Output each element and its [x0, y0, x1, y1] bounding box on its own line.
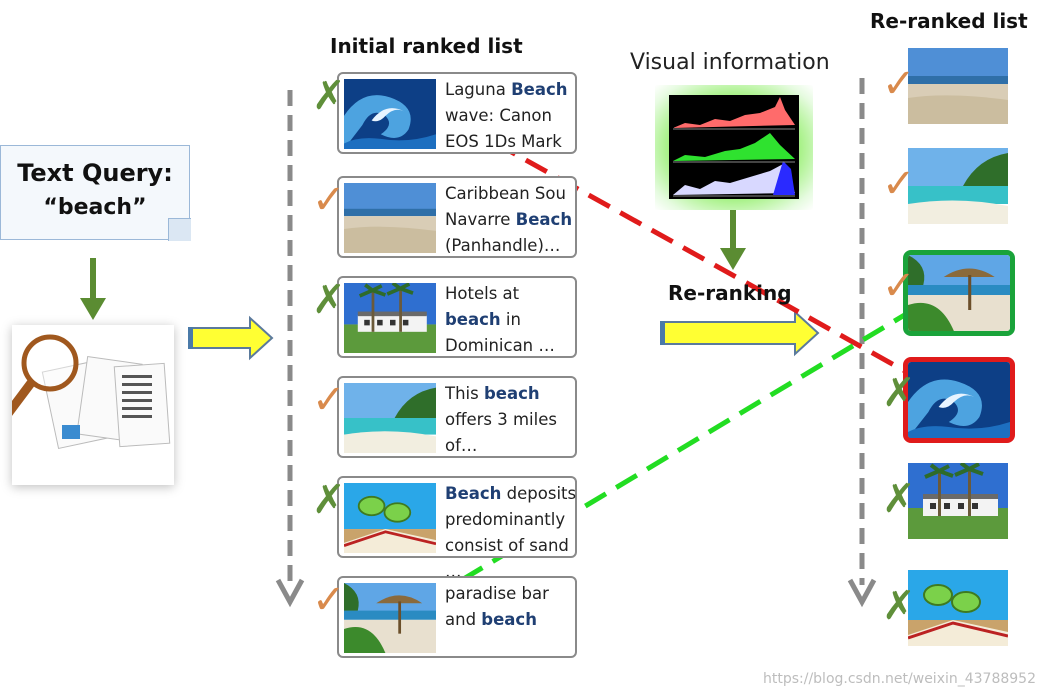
reranked-result-thumbnail [903, 250, 1015, 336]
hotel-image [344, 283, 436, 353]
umbrella-beach-image [344, 583, 436, 653]
caption-text: Caribbean Sou [445, 184, 566, 203]
sand-beach-image [908, 48, 1008, 124]
reranked-list-title: Re-ranked list [870, 9, 1028, 33]
initial-result-card: This beach offers 3 miles of… [337, 376, 577, 458]
irrelevant-cross-mark: ✗ [312, 73, 346, 119]
result-caption: This beach offers 3 miles of… [445, 381, 579, 459]
caption-text: and [445, 610, 482, 629]
caption-text: predominantly [445, 510, 566, 529]
reranking-label: Re-ranking [668, 281, 792, 305]
query-keyword: Beach [515, 210, 573, 229]
caption-text: Laguna [445, 80, 512, 99]
yellow-arrow-1 [189, 315, 274, 361]
caption-text: offers 3 miles [445, 410, 557, 429]
color-histogram [669, 95, 799, 199]
text-query-box: Text Query: “beach” [0, 145, 190, 240]
caption-text: This [445, 384, 484, 403]
irrelevant-cross-mark: ✗ [882, 370, 916, 416]
initial-result-card: paradise bar and beach [337, 576, 577, 658]
caption-text: consist of sand [445, 536, 569, 555]
irrelevant-cross-mark: ✗ [882, 583, 916, 629]
result-thumbnail [344, 183, 436, 253]
result-thumbnail [344, 383, 436, 453]
caption-text: deposits [501, 484, 577, 503]
query-box-fold [168, 218, 191, 241]
reranked-result-thumbnail [908, 463, 1008, 539]
query-keyword: beach [445, 310, 501, 329]
red-move-line [398, 87, 950, 398]
relevant-check-mark: ✓ [312, 577, 346, 623]
query-down-arrow [80, 298, 106, 320]
caption-text: EOS 1Ds Mark [445, 132, 562, 151]
hotel-image [908, 463, 1008, 539]
island-beach-image [908, 148, 1008, 224]
caption-text: Dominican … [445, 336, 555, 355]
irrelevant-cross-mark: ✗ [312, 477, 346, 523]
book-image [908, 570, 1008, 646]
yellow-arrow-2 [661, 309, 820, 357]
result-caption: Beach deposits predominantly consist of sa… [445, 481, 579, 585]
reranked-result-thumbnail [903, 357, 1015, 443]
query-title: Text Query: [17, 159, 173, 187]
wave-image [344, 79, 436, 149]
wave-image [908, 362, 1010, 438]
result-thumbnail [344, 283, 436, 353]
query-keyword: Beach [511, 80, 568, 99]
initial-list-title: Initial ranked list [330, 34, 523, 58]
book-image [344, 483, 436, 553]
result-thumbnail [344, 79, 436, 149]
initial-result-card: Beach deposits predominantly consist of sa… [337, 476, 577, 581]
initial-list-arrowhead [275, 578, 305, 608]
green-move-line [398, 280, 960, 620]
irrelevant-cross-mark: ✗ [882, 476, 916, 522]
query-term: “beach” [43, 195, 147, 220]
visual-down-arrow [720, 248, 746, 270]
watermark: https://blog.csdn.net/weixin_43788952 [762, 671, 1036, 687]
caption-text: Hotels at [445, 284, 520, 303]
document-collection [3, 325, 174, 485]
result-caption: paradise bar and beach [445, 581, 579, 633]
histogram-glow [655, 85, 813, 210]
sand-beach-image [344, 183, 436, 253]
caption-text: wave: Canon [445, 106, 552, 125]
relevant-check-mark: ✓ [312, 177, 346, 223]
relevant-check-mark: ✓ [882, 161, 916, 207]
reranked-result-thumbnail [908, 148, 1008, 224]
caption-text: in [500, 310, 521, 329]
caption-text: (Panhandle)… [445, 236, 561, 255]
irrelevant-cross-mark: ✗ [312, 277, 346, 323]
caption-text: of… [445, 436, 478, 455]
reranked-result-thumbnail [908, 570, 1008, 646]
query-keyword: Beach [445, 484, 502, 503]
relevant-check-mark: ✓ [882, 263, 916, 309]
query-keyword: beach [481, 610, 537, 629]
query-keyword: beach [483, 384, 540, 403]
caption-text: Navarre [445, 210, 516, 229]
caption-text: paradise bar [445, 584, 549, 603]
visual-info-title: Visual information [630, 50, 830, 75]
reranked-result-thumbnail [908, 48, 1008, 124]
result-thumbnail [344, 483, 436, 553]
reranked-list-arrowhead [847, 578, 877, 608]
relevant-check-mark: ✓ [882, 61, 916, 107]
relevant-check-mark: ✓ [312, 377, 346, 423]
result-thumbnail [344, 583, 436, 653]
umbrella-beach-image [908, 255, 1010, 331]
island-beach-image [344, 383, 436, 453]
